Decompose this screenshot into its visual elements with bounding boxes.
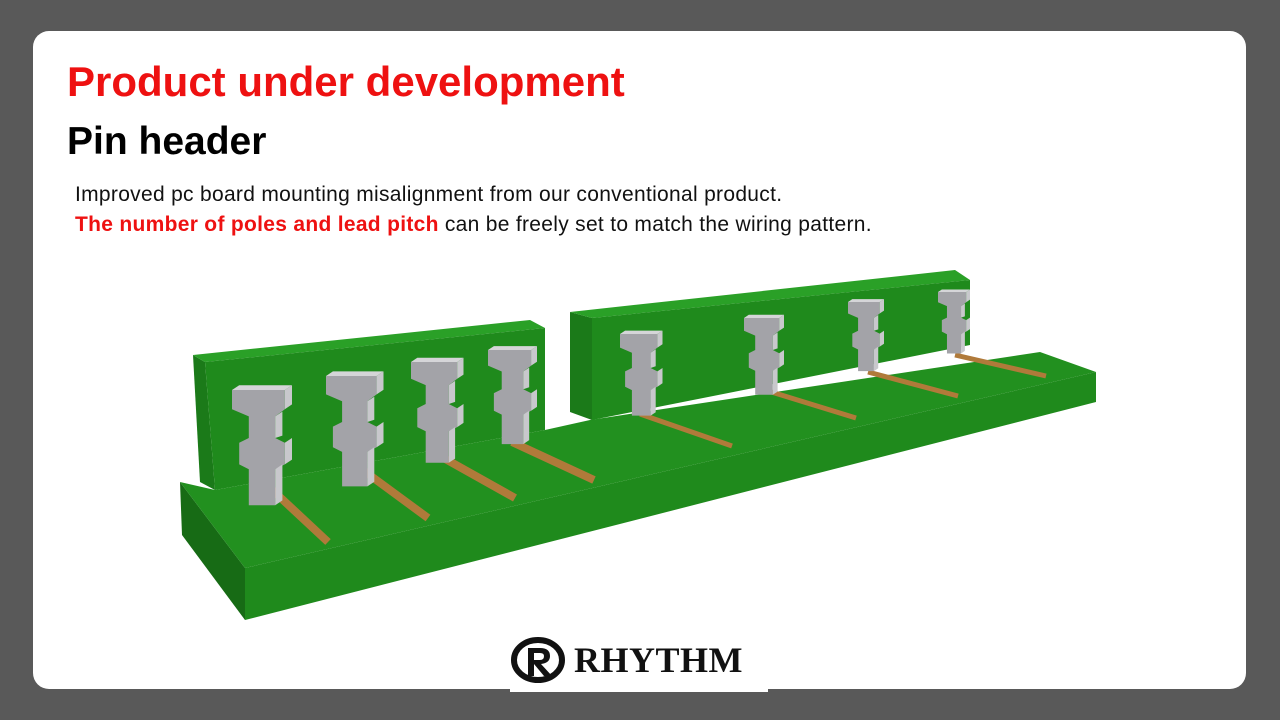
board-left-side	[180, 482, 245, 620]
description-line-1: Improved pc board mounting misalignment …	[75, 183, 783, 206]
description: Improved pc board mounting misalignment …	[75, 180, 872, 240]
left-wall-top	[193, 320, 545, 362]
description-highlight: The number of poles and lead pitch	[75, 213, 439, 236]
description-rest: can be freely set to match the wiring pa…	[438, 213, 872, 236]
board-front	[245, 372, 1096, 620]
left-wall-side	[193, 355, 215, 490]
slide-title: Product under development	[67, 58, 625, 105]
trace	[510, 438, 596, 484]
slide-subtitle: Pin header	[67, 120, 267, 163]
trace	[867, 369, 959, 399]
description-line-2: The number of poles and lead pitch can b…	[75, 210, 872, 240]
traces-right	[639, 352, 1047, 449]
right-wall-side	[570, 312, 592, 420]
trace	[438, 452, 517, 502]
trace	[764, 387, 857, 421]
trace	[639, 411, 733, 449]
trace	[954, 352, 1047, 379]
board-top	[180, 352, 1096, 568]
rhythm-logo-icon	[511, 637, 565, 683]
logo-text: RHYTHM	[574, 640, 743, 680]
right-wall-top	[570, 270, 970, 318]
rhythm-logo: RHYTHM	[510, 628, 768, 692]
